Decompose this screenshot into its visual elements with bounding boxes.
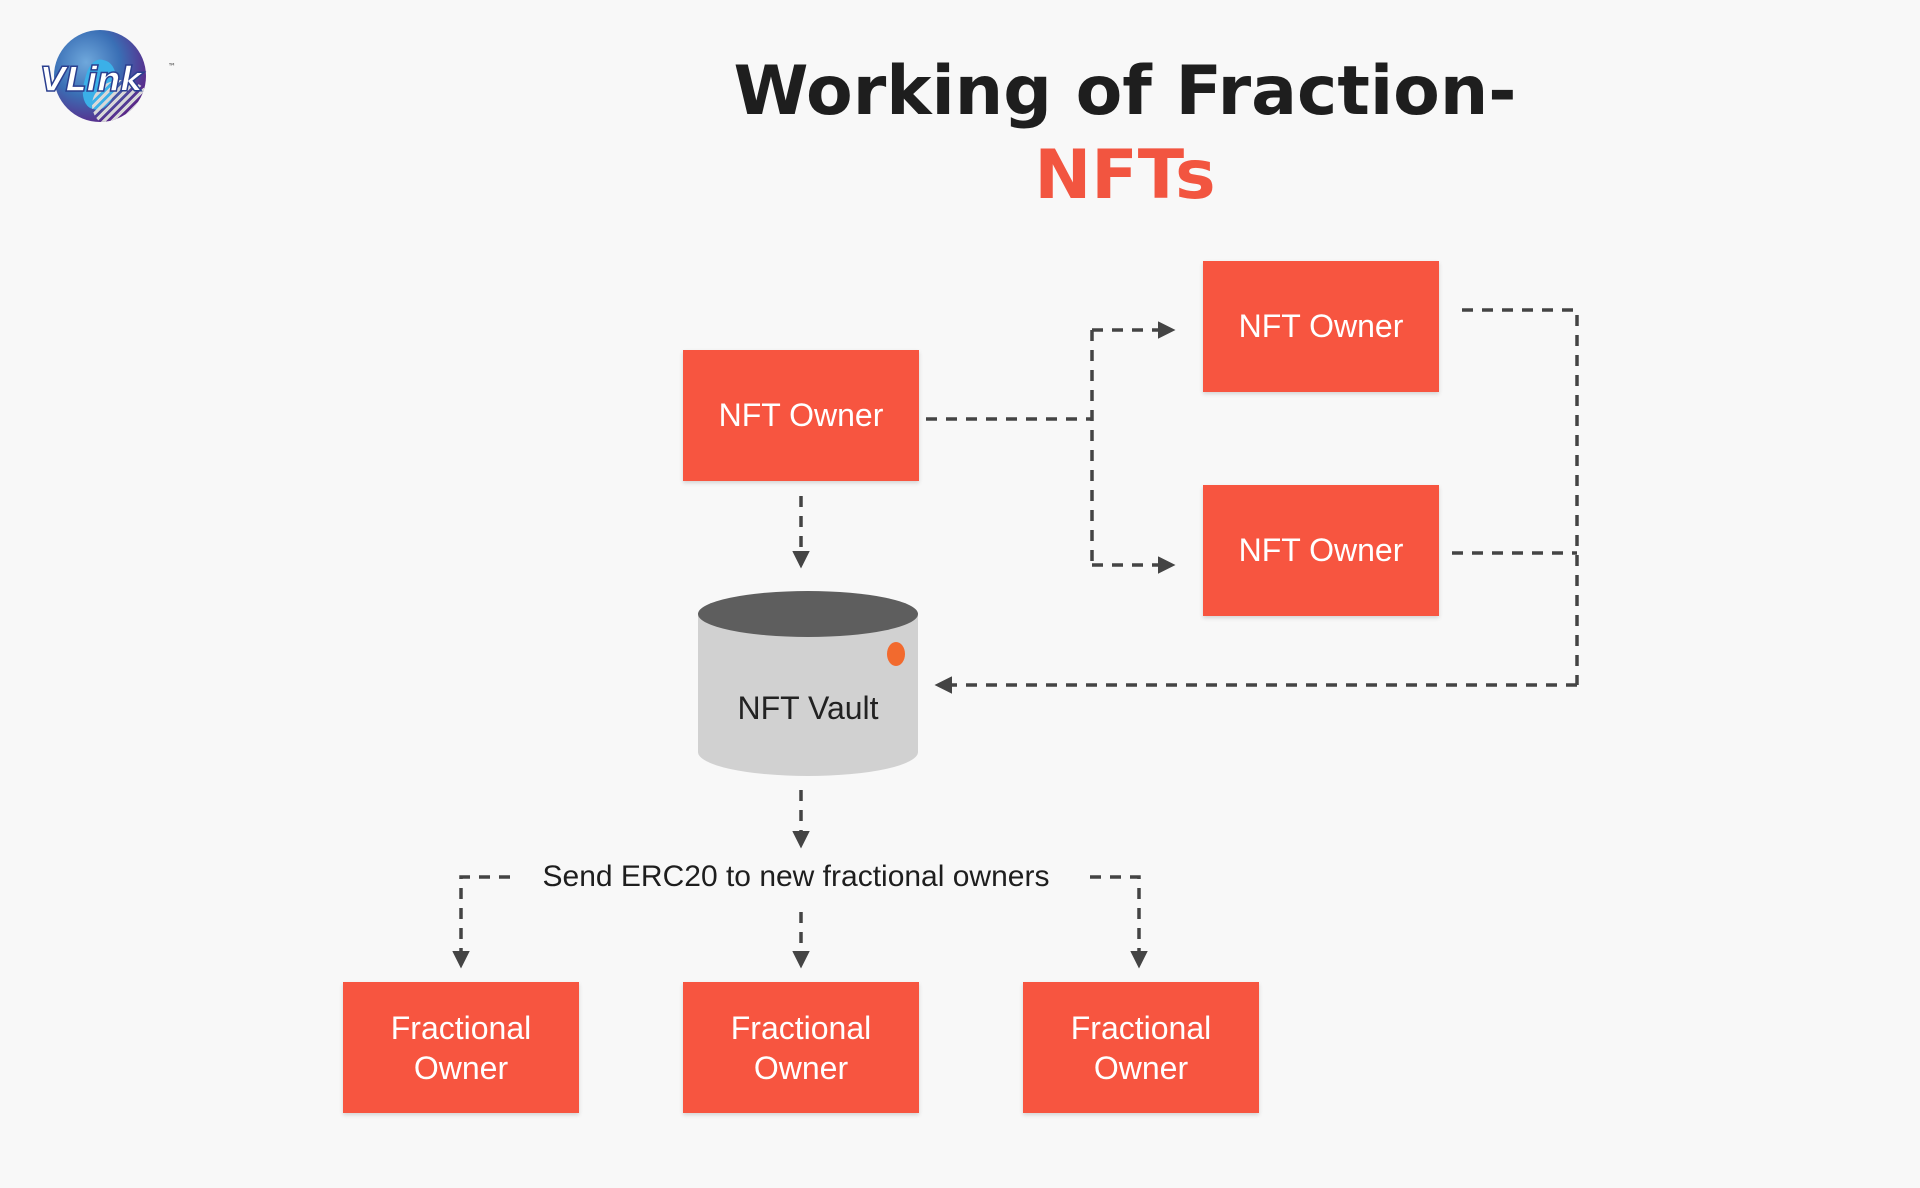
connector-top-owner-return: [1462, 308, 1579, 685]
nft-owner-box-top: NFT Owner: [1203, 261, 1439, 392]
fractional-owner-3-line-2: Owner: [1093, 1049, 1189, 1086]
connector-caption-right: [1090, 875, 1148, 969]
vault-indicator-dot: [887, 642, 905, 666]
nft-owner-box-main: NFT Owner: [683, 350, 919, 481]
fractional-owner-box-2: Fractional Owner: [683, 982, 919, 1113]
nft-vault: NFT Vault: [697, 590, 919, 780]
send-erc20-caption: Send ERC20 to new fractional owners: [542, 860, 1050, 893]
nft-owner-box-bottom: NFT Owner: [1203, 485, 1439, 616]
vault-label: NFT Vault: [737, 690, 879, 726]
diagram-title: Working of Fraction- NFTs: [560, 50, 1690, 218]
fractional-owner-box-1: Fractional Owner: [343, 982, 579, 1113]
fractional-owner-1-line-1: Fractional: [390, 1009, 532, 1046]
title-line-1: Working of Fraction-: [733, 52, 1517, 131]
vault-cylinder-icon: [698, 591, 918, 776]
globe-icon: [54, 30, 146, 122]
fractional-owner-3-line-1: Fractional: [1070, 1009, 1212, 1046]
logo-wordmark: VLink: [39, 59, 143, 101]
fractional-owner-2-line-1: Fractional: [730, 1009, 872, 1046]
title-line-2: NFTs: [1034, 136, 1216, 215]
fractional-owner-1-line-2: Owner: [413, 1049, 509, 1086]
connector-caption-left: [452, 875, 510, 969]
logo-trademark: ™: [168, 62, 176, 71]
fractional-owner-box-3: Fractional Owner: [1023, 982, 1259, 1113]
fractional-owner-2-line-2: Owner: [753, 1049, 849, 1086]
vlink-logo: VLink ™: [39, 26, 180, 130]
